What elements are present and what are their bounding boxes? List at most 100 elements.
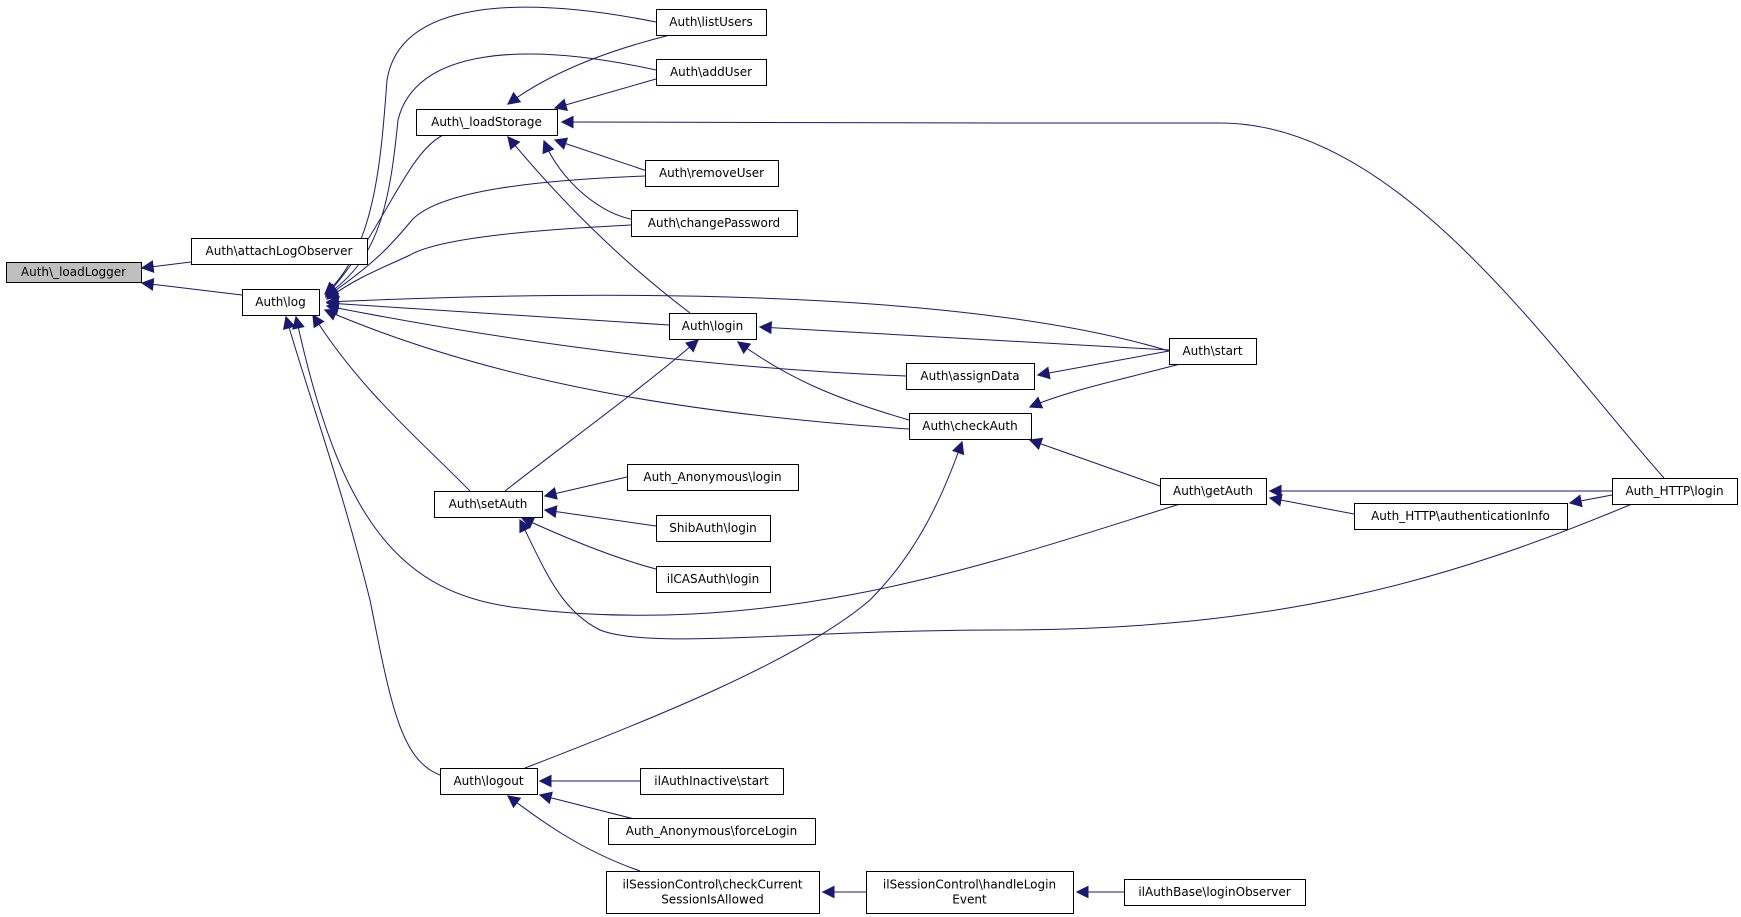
node-box	[1169, 338, 1257, 365]
edge-loadStorage-to-log	[325, 134, 444, 297]
node-label: Auth\start	[1182, 344, 1242, 358]
node-box	[1354, 503, 1568, 530]
edge-start-to-checkAuth	[1028, 363, 1181, 409]
edge-layer	[140, 6, 1665, 899]
node-httpLogin[interactable]: Auth_HTTP\login	[1612, 478, 1738, 505]
node-label: ShibAuth\login	[669, 521, 757, 535]
edge-log-to-loadLogger	[140, 277, 243, 296]
node-box	[656, 566, 771, 593]
node-forceLogin[interactable]: Auth_Anonymous\forceLogin	[608, 818, 816, 845]
node-label: Auth\changePassword	[648, 216, 780, 230]
edge-setAuth-to-login	[504, 339, 699, 492]
node-label: Auth\listUsers	[669, 15, 752, 29]
node-box	[909, 413, 1032, 440]
edge-checkAuth-to-login	[736, 341, 910, 421]
edge-login-to-log	[325, 297, 670, 326]
edge-start-to-login	[758, 321, 1170, 351]
edge-removeUser-to-log	[324, 175, 646, 298]
node-assignData[interactable]: Auth\assignData	[906, 363, 1035, 390]
edge-login-to-loadStorage	[507, 135, 691, 314]
node-start[interactable]: Auth\start	[1169, 338, 1257, 365]
node-label: ilAuthBase\loginObserver	[1138, 885, 1290, 899]
node-label: Auth_HTTP\authenticationInfo	[1371, 509, 1550, 523]
node-box	[631, 210, 798, 237]
node-removeUser[interactable]: Auth\removeUser	[645, 160, 779, 187]
node-label: Auth\addUser	[670, 65, 752, 79]
node-setAuth[interactable]: Auth\setAuth	[434, 491, 543, 518]
node-box	[416, 109, 558, 136]
node-attachLogObserver[interactable]: Auth\attachLogObserver	[191, 238, 368, 265]
node-loadLogger[interactable]: Auth\_loadLogger	[6, 262, 142, 283]
edge-authInfo-to-getAuth	[1268, 493, 1355, 515]
node-log[interactable]: Auth\log	[242, 289, 320, 316]
node-label: Auth_Anonymous\forceLogin	[626, 824, 798, 838]
edge-httpLogin-to-setAuth	[519, 503, 1633, 640]
edge-assignData-to-log	[325, 301, 907, 377]
node-label: Auth\assignData	[920, 369, 1019, 383]
node-shibLogin[interactable]: ShibAuth\login	[656, 515, 771, 542]
node-label: Auth_HTTP\login	[1625, 484, 1723, 498]
node-label: Auth\login	[682, 319, 743, 333]
node-loadStorage[interactable]: Auth\_loadStorage	[416, 109, 558, 136]
edge-httpLogin-to-loadStorage	[560, 115, 1665, 479]
edge-checkSession-to-logout	[506, 795, 641, 872]
node-authInfo[interactable]: Auth_HTTP\authenticationInfo	[1354, 503, 1568, 530]
node-label: Auth\_loadStorage	[431, 115, 542, 129]
node-box	[866, 871, 1074, 914]
node-anonLogin[interactable]: Auth_Anonymous\login	[627, 464, 799, 491]
edge-setAuth-to-log	[312, 313, 471, 492]
edge-logout-to-log	[283, 315, 441, 776]
edge-addUser-to-loadStorage	[553, 78, 657, 112]
node-box	[191, 238, 368, 265]
node-checkSession[interactable]: ilSessionControl\checkCurrentSessionIsAl…	[606, 871, 820, 914]
edge-httpLogin-to-authInfo	[1568, 494, 1613, 508]
node-label: Auth\removeUser	[659, 166, 764, 180]
node-logout[interactable]: Auth\logout	[440, 768, 538, 795]
node-box	[434, 491, 543, 518]
node-label: ilSessionControl\checkCurrent	[622, 878, 802, 892]
node-label: Auth\getAuth	[1173, 484, 1253, 498]
edge-listUsers-to-loadStorage	[506, 34, 671, 105]
node-layer: Auth\_loadLoggerAuth\attachLogObserverAu…	[6, 9, 1738, 914]
node-getAuth[interactable]: Auth\getAuth	[1160, 478, 1267, 505]
node-inactiveStart[interactable]: ilAuthInactive\start	[640, 768, 784, 795]
node-box	[6, 262, 142, 283]
node-changePassword[interactable]: Auth\changePassword	[631, 210, 798, 237]
node-label: Auth\checkAuth	[922, 419, 1017, 433]
node-label: Event	[952, 893, 987, 907]
edge-attachLogObserver-to-loadLogger	[140, 260, 192, 274]
node-loginObserver[interactable]: ilAuthBase\loginObserver	[1124, 879, 1306, 906]
node-box	[242, 289, 320, 316]
node-listUsers[interactable]: Auth\listUsers	[656, 9, 767, 36]
node-box	[640, 768, 784, 795]
edge-checkAuth-to-log	[323, 308, 910, 430]
node-box	[906, 363, 1035, 390]
node-box	[656, 9, 767, 36]
node-box	[608, 818, 816, 845]
node-box	[440, 768, 538, 795]
node-login[interactable]: Auth\login	[669, 313, 757, 340]
node-label: Auth\_loadLogger	[21, 265, 126, 279]
node-label: ilAuthInactive\start	[654, 774, 769, 788]
edge-start-to-assignData	[1036, 350, 1170, 380]
node-casLogin[interactable]: ilCASAuth\login	[656, 566, 771, 593]
node-addUser[interactable]: Auth\addUser	[656, 59, 767, 86]
edge-start-to-log	[325, 294, 1170, 352]
edge-getAuth-to-log	[292, 315, 1181, 616]
node-box	[645, 160, 779, 187]
node-box	[1160, 478, 1267, 505]
edge-changePassword-to-log	[325, 224, 632, 300]
edge-listUsers-to-log	[324, 6, 657, 295]
node-label: ilSessionControl\handleLogin	[883, 878, 1056, 892]
node-box	[669, 313, 757, 340]
node-box	[1612, 478, 1738, 505]
node-checkAuth[interactable]: Auth\checkAuth	[909, 413, 1032, 440]
node-label: SessionIsAllowed	[661, 893, 764, 907]
node-box	[656, 515, 771, 542]
edge-changePassword-to-loadStorage	[542, 139, 637, 221]
node-label: ilCASAuth\login	[667, 572, 760, 586]
node-box	[606, 871, 820, 914]
node-label: Auth\setAuth	[449, 497, 528, 511]
